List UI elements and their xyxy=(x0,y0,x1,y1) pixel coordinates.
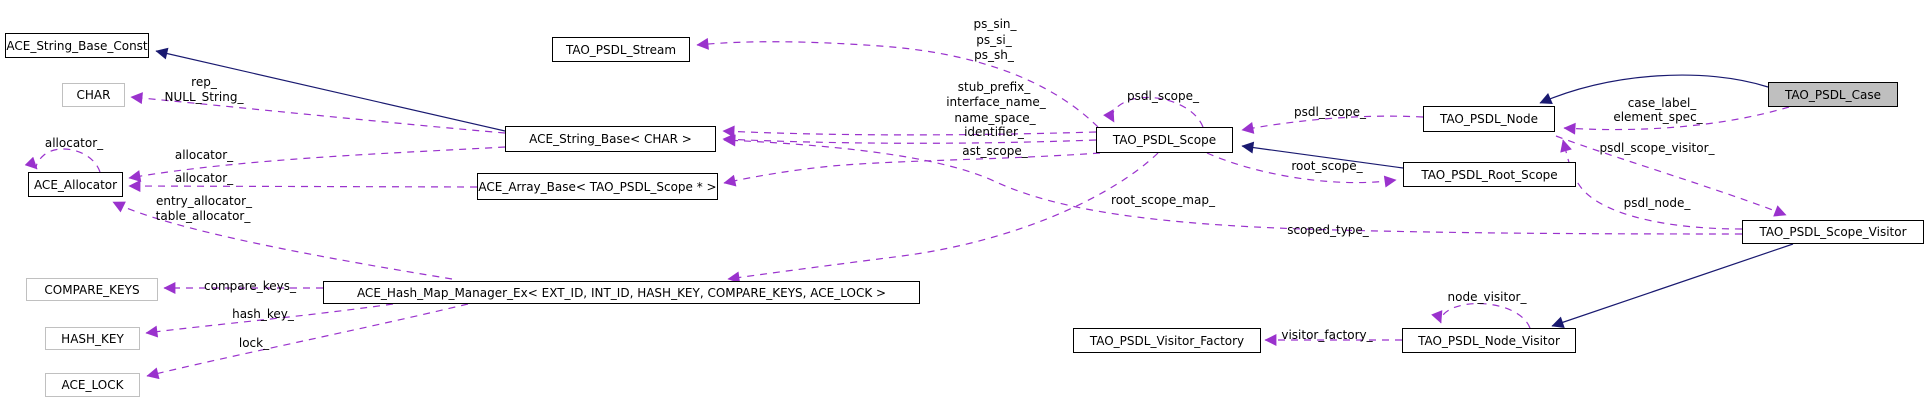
node-tao-psdl-case[interactable]: TAO_PSDL_Case xyxy=(1768,82,1898,107)
edge-usage-case-to-node xyxy=(1563,106,1790,135)
edge-inherit-stringbase-to-stringbaseconst xyxy=(155,47,506,132)
node-hash-key[interactable]: HASH_KEY xyxy=(45,327,140,350)
edge-label-compare-keys: compare_keys_ xyxy=(204,279,296,293)
edge-usage-nodevisitor-selfloop xyxy=(1431,302,1531,329)
edge-usage-scope-to-rootscope xyxy=(1206,152,1397,188)
edge-usage-scope-to-stream xyxy=(696,37,1099,128)
edge-usage-scope-to-arraybase xyxy=(723,152,1101,187)
edge-usage-stringbase-to-char xyxy=(130,92,506,134)
edge-label-hash-key: hash_key_ xyxy=(232,307,294,321)
edge-label-ast-scope: ast_scope_ xyxy=(962,144,1028,158)
edge-label-ps-sin: ps_sin_ xyxy=(973,17,1017,31)
node-tao-psdl-stream[interactable]: TAO_PSDL_Stream xyxy=(552,37,690,62)
node-ace-string-base[interactable]: ACE_String_Base< CHAR > xyxy=(505,126,716,152)
node-ace-array-base[interactable]: ACE_Array_Base< TAO_PSDL_Scope * > xyxy=(477,173,718,200)
edge-label-table-allocator: table_allocator_ xyxy=(155,209,251,223)
edge-inherit-case-to-node xyxy=(1539,74,1769,105)
edge-label-interface-name: interface_name_ xyxy=(946,95,1046,109)
node-tao-psdl-scope-visitor[interactable]: TAO_PSDL_Scope_Visitor xyxy=(1742,220,1924,244)
edge-usage-arraybase-to-allocator xyxy=(128,180,478,193)
edge-label-name-space: name_space_ xyxy=(954,111,1036,125)
edge-usage-hashmap-to-acelock xyxy=(146,303,469,380)
edge-label-psdl-scope-visitor: psdl_scope_visitor_ xyxy=(1599,141,1715,155)
edge-label-root-scope: root_scope_ xyxy=(1291,159,1363,173)
edge-usage-node-to-scope xyxy=(1241,115,1424,134)
edge-usage-stringbase-to-allocator xyxy=(128,146,506,182)
edge-label-identifier: identifier_ xyxy=(964,125,1024,139)
node-compare-keys[interactable]: COMPARE_KEYS xyxy=(26,278,158,301)
edge-label-allocator-self: allocator_ xyxy=(44,136,104,150)
node-char[interactable]: CHAR xyxy=(62,83,125,107)
edge-label-psdl-node: psdl_node_ xyxy=(1623,196,1691,210)
edge-label-scoped-type: scoped_type_ xyxy=(1287,223,1369,237)
edge-usage-scope-selfloop xyxy=(1103,96,1204,128)
edge-usage-scope-to-hashmap xyxy=(727,152,1159,284)
edge-usage-allocator-selfloop xyxy=(24,148,101,173)
edge-usage-scope-to-stringbase-b xyxy=(722,133,1097,146)
edge-usage-node-to-scopevisitor xyxy=(1555,135,1787,217)
edge-label-node-visitor: node_visitor_ xyxy=(1447,290,1527,304)
edge-usage-hashmap-to-allocator xyxy=(112,201,453,280)
node-tao-psdl-node-visitor[interactable]: TAO_PSDL_Node_Visitor xyxy=(1402,328,1576,353)
edge-label-null-string: NULL_String_ xyxy=(164,90,244,104)
edge-label-ps-sh: ps_sh_ xyxy=(974,48,1014,62)
edge-usage-scope-to-stringbase-a xyxy=(722,125,1097,138)
edge-inherit-scopevisitor-to-nodevisitor xyxy=(1551,243,1794,329)
node-tao-psdl-visitor-factory[interactable]: TAO_PSDL_Visitor_Factory xyxy=(1073,328,1261,353)
node-ace-string-base-const[interactable]: ACE_String_Base_Const xyxy=(5,33,149,58)
edge-usage-scopevisitor-to-node xyxy=(1560,139,1743,230)
edge-label-entry-allocator: entry_allocator_ xyxy=(155,194,253,208)
edge-label-lock: lock_ xyxy=(238,336,270,350)
edge-label-allocator-stringbase: allocator_ xyxy=(174,148,234,162)
edge-label-root-scope-map: root_scope_map_ xyxy=(1111,193,1215,207)
edge-label-stub-prefix: stub_prefix_ xyxy=(957,80,1031,94)
edge-label-psdl-scope-node: psdl_scope_ xyxy=(1293,105,1367,119)
edge-label-allocator-arraybase: allocator_ xyxy=(174,171,234,185)
node-tao-psdl-root-scope[interactable]: TAO_PSDL_Root_Scope xyxy=(1403,162,1576,187)
edge-usage-hashmap-to-hashkey xyxy=(145,303,394,338)
edge-usage-scopevisitor-to-stringbase xyxy=(723,134,1743,235)
node-ace-hash-map-manager-ex[interactable]: ACE_Hash_Map_Manager_Ex< EXT_ID, INT_ID,… xyxy=(323,281,920,304)
edge-label-case-label: case_label_ xyxy=(1627,96,1697,110)
edge-label-ps-si: ps_si_ xyxy=(976,33,1012,47)
node-ace-allocator[interactable]: ACE_Allocator xyxy=(28,172,123,197)
edge-label-element-spec: element_spec_ xyxy=(1613,110,1703,124)
node-tao-psdl-node[interactable]: TAO_PSDL_Node xyxy=(1423,106,1555,132)
node-tao-psdl-scope[interactable]: TAO_PSDL_Scope xyxy=(1096,127,1233,153)
edge-label-rep: rep_ xyxy=(191,75,217,89)
node-ace-lock[interactable]: ACE_LOCK xyxy=(45,373,140,397)
edge-inherit-rootscope-to-scope xyxy=(1241,141,1404,169)
edge-label-psdl-scope-self: psdl_scope_ xyxy=(1126,89,1200,103)
edge-label-visitor-factory: visitor_factory_ xyxy=(1281,328,1373,342)
